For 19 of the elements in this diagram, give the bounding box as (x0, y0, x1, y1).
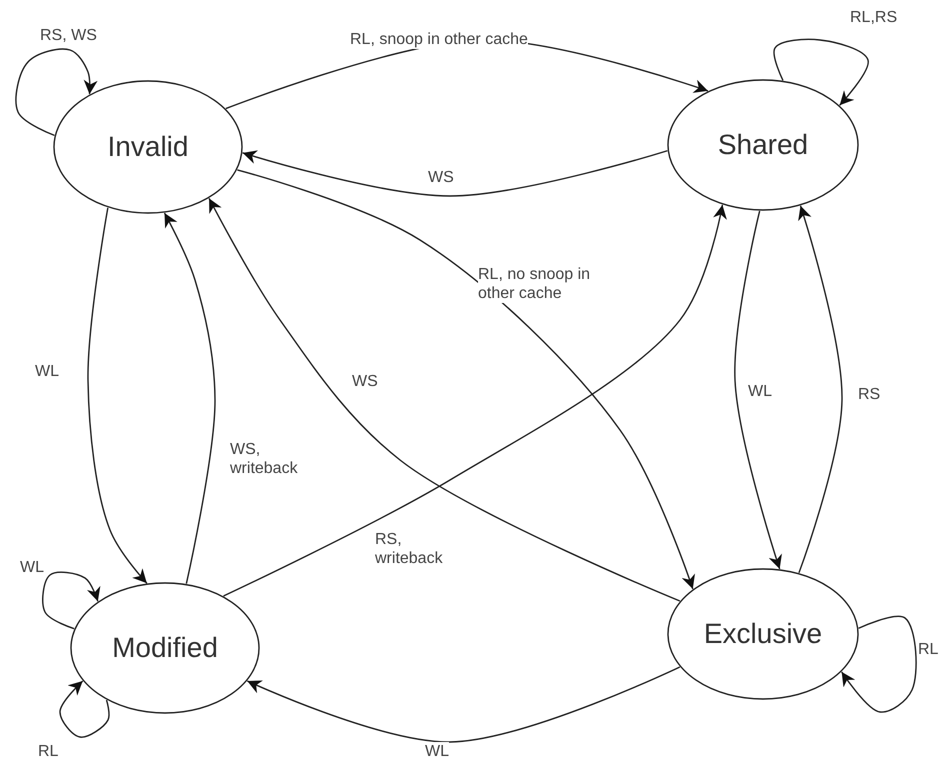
edge-label: RL,RS (850, 8, 898, 27)
state-name: Modified (111, 632, 219, 664)
state-name: Exclusive (702, 618, 824, 650)
arrow (87, 208, 148, 584)
edge-label: RS, WS (40, 26, 97, 45)
arrow (246, 666, 680, 743)
arrow (734, 210, 782, 570)
arrow (15, 48, 98, 136)
arrow (242, 150, 668, 197)
arrow (237, 169, 695, 590)
arrow (841, 616, 917, 713)
arrow (164, 212, 216, 584)
arrow (59, 680, 110, 738)
state-name: Invalid (106, 131, 190, 163)
edge-label: RL, snoop in other cache (350, 30, 528, 49)
arrow (42, 572, 100, 630)
state-name: Shared (716, 129, 810, 161)
arrow (773, 38, 869, 106)
arrow (798, 206, 843, 574)
